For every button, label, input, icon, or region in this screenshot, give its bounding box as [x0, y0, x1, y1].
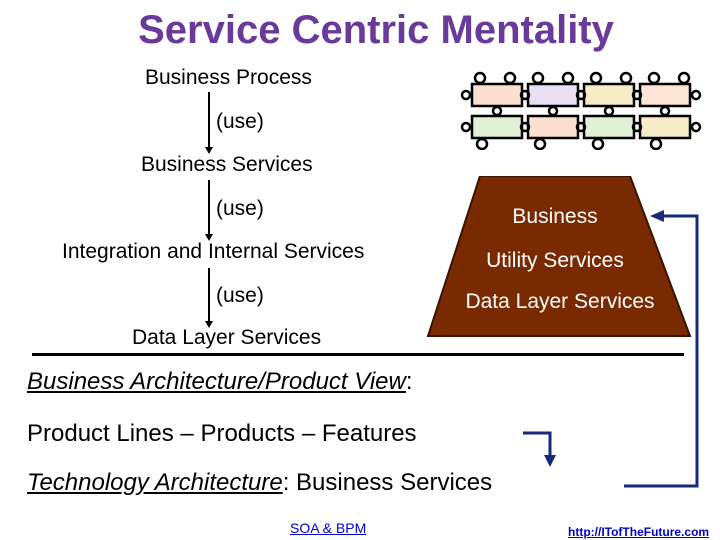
divider-line [32, 353, 684, 356]
page-title: Service Centric Mentality [138, 8, 614, 52]
soa-bpm-link[interactable]: SOA & BPM [290, 520, 367, 536]
product-arrow [523, 431, 556, 467]
technology-rest-label: : Business Services [282, 469, 493, 496]
business-services-label: Business Services [141, 153, 313, 176]
pyramid-data-layer-label: Data Layer Services [465, 290, 655, 313]
integration-label: Integration and Internal Services [62, 240, 365, 263]
bracket-arrow [624, 210, 699, 488]
service-pyramid [426, 176, 692, 337]
puzzle-pieces-icon [460, 71, 702, 150]
use-label-1: (use) [216, 110, 264, 133]
data-layer-label: Data Layer Services [132, 326, 322, 349]
technology-architecture-heading: Technology Architecture: Business Servic… [27, 469, 492, 497]
pyramid-business-label: Business [512, 205, 598, 228]
pyramid-utility-label: Utility Services [486, 249, 624, 272]
use-label-2: (use) [216, 197, 264, 220]
business-architecture-heading: Business Architecture/Product View: [27, 368, 413, 396]
colon-label: : [405, 368, 413, 395]
website-link[interactable]: http://ITofTheFuture.com [568, 525, 710, 539]
business-process-label: Business Process [145, 66, 312, 89]
use-label-3: (use) [216, 284, 264, 307]
business-architecture-label: Business Architecture/Product View [27, 368, 406, 395]
technology-architecture-label: Technology Architecture [27, 469, 283, 496]
product-lines-label: Product Lines – Products – Features [27, 420, 417, 447]
